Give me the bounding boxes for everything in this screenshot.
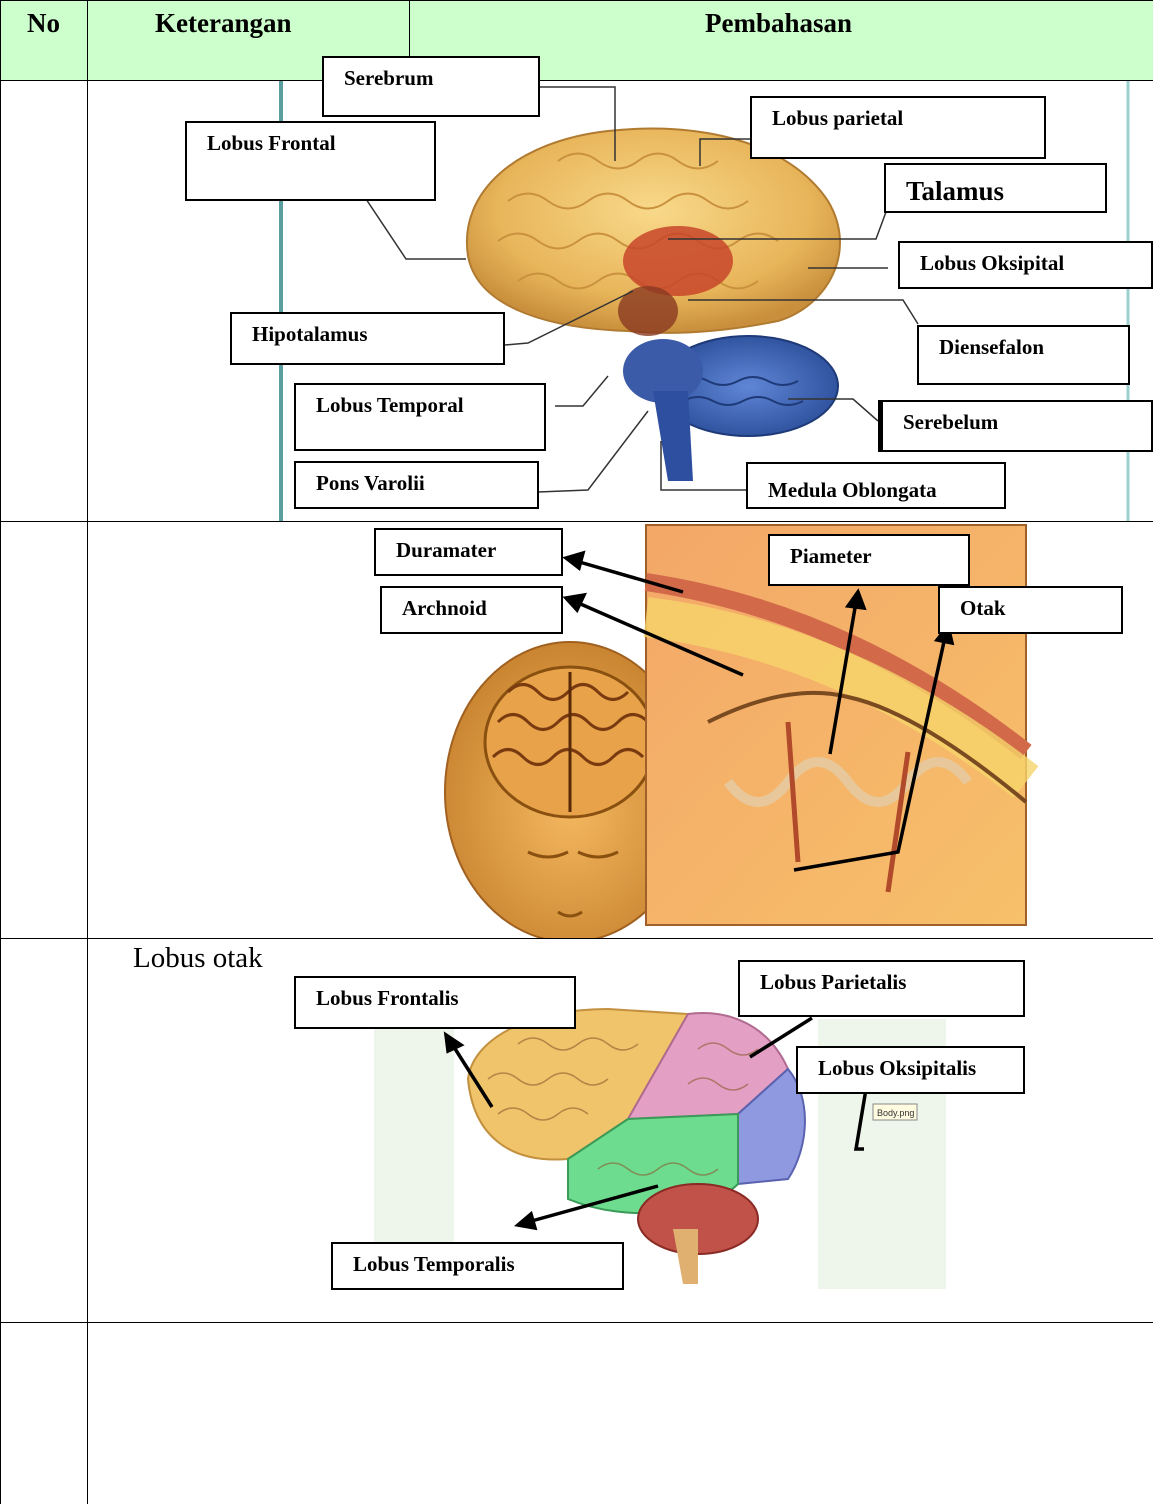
label-serebelum: Serebelum [878, 400, 1153, 452]
meninges-illustration [88, 522, 1153, 938]
label-lobus-parietal: Lobus parietal [750, 96, 1046, 159]
header-divider [409, 0, 410, 57]
file-tag-text: Body.png [877, 1108, 914, 1118]
header-keterangan: Keterangan [155, 8, 291, 39]
label-medula-oblongata: Medula Oblongata [746, 462, 1006, 509]
label-archnoid: Archnoid [380, 586, 563, 634]
label-piameter: Piameter [768, 534, 970, 586]
label-hipotalamus: Hipotalamus [230, 312, 505, 365]
label-serebrum: Serebrum [322, 56, 540, 117]
header-pembahasan: Pembahasan [705, 8, 852, 39]
label-lobus-oksipitalis: Lobus Oksipitalis [796, 1046, 1025, 1094]
label-lobus-temporalis: Lobus Temporalis [331, 1242, 624, 1290]
label-lobus-parietalis: Lobus Parietalis [738, 960, 1025, 1017]
label-pons-varolii: Pons Varolii [294, 461, 539, 509]
label-lobus-oksipital: Lobus Oksipital [898, 241, 1153, 289]
label-otak: Otak [938, 586, 1123, 634]
label-talamus: Talamus [884, 163, 1107, 213]
label-lobus-frontalis: Lobus Frontalis [294, 976, 576, 1029]
table-left-border [0, 0, 1, 1504]
label-lobus-frontal: Lobus Frontal [185, 121, 436, 201]
header-no: No [27, 8, 60, 39]
table-top-border [0, 0, 1153, 1]
label-diensefalon: Diensefalon [917, 325, 1130, 385]
row-divider-4 [0, 1322, 1153, 1323]
label-lobus-temporal: Lobus Temporal [294, 383, 546, 451]
label-duramater: Duramater [374, 528, 563, 576]
